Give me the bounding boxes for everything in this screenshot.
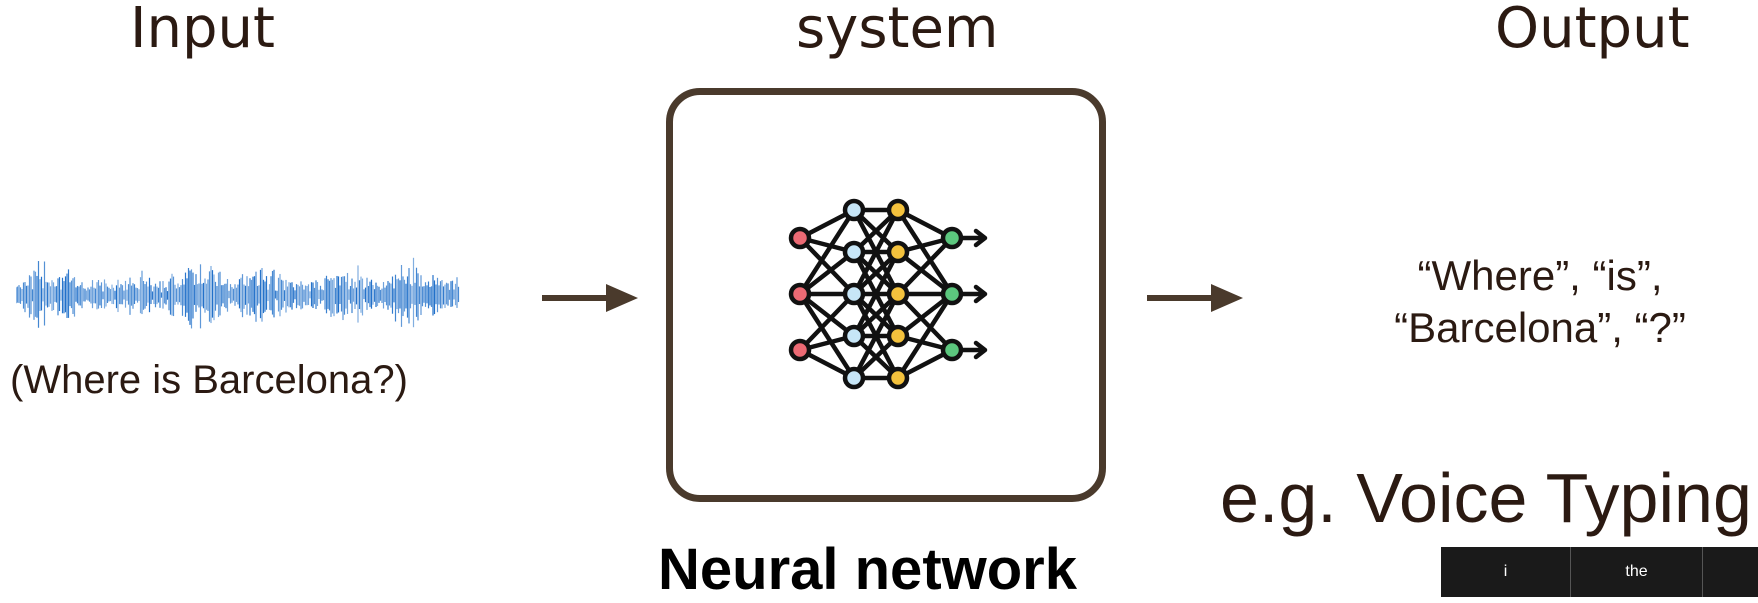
system-box: [666, 88, 1106, 502]
output-tokens: “Where”, “is”, “Barcelona”, “?”: [1370, 250, 1710, 354]
suggestion-item[interactable]: [1703, 547, 1758, 597]
input-heading: Input: [130, 0, 276, 61]
output-tokens-line-2: “Barcelona”, “?”: [1394, 304, 1686, 351]
neural-network-icon: [788, 198, 988, 390]
output-arrow-icon: [1147, 284, 1243, 312]
suggestion-item[interactable]: i: [1441, 547, 1571, 597]
keyboard-suggestion-strip: i the: [1441, 547, 1758, 597]
system-heading: system: [796, 0, 999, 61]
audio-waveform-icon: [16, 257, 460, 329]
input-caption: (Where is Barcelona?): [10, 358, 408, 402]
output-heading: Output: [1495, 0, 1690, 61]
suggestion-item[interactable]: the: [1571, 547, 1703, 597]
neural-network-label: Neural network: [658, 537, 1077, 602]
input-arrow-icon: [542, 284, 638, 312]
output-tokens-line-1: “Where”, “is”,: [1417, 252, 1663, 299]
example-label: e.g. Voice Typing: [1220, 459, 1752, 537]
